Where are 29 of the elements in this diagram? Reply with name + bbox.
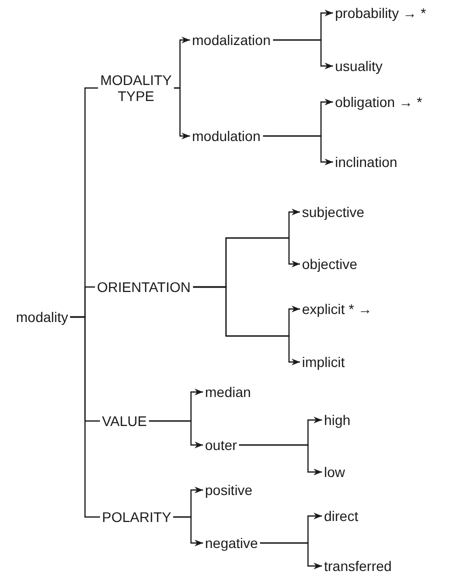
arrow <box>260 542 322 570</box>
feature-term: low <box>322 464 348 480</box>
root-term: modality <box>14 309 70 325</box>
system-name: VALUE <box>100 413 149 429</box>
arrow <box>272 39 333 70</box>
feature-term: direct <box>322 508 360 524</box>
arrow <box>192 286 300 366</box>
feature-term: modalization <box>190 32 273 48</box>
feature-term: modulation <box>190 128 262 144</box>
system-name: MODALITY TYPE <box>98 72 174 104</box>
feature-term: subjective <box>300 204 366 220</box>
feature-term: median <box>203 384 253 400</box>
connector-line <box>70 316 100 518</box>
arrow <box>148 420 203 448</box>
feature-term: implicit <box>300 354 347 370</box>
feature-term: probability → * <box>333 5 428 21</box>
arrow <box>173 516 203 546</box>
feature-term: usuality <box>333 58 384 74</box>
feature-term: objective <box>300 256 360 272</box>
arrow <box>174 87 190 140</box>
system-name: POLARITY <box>100 509 174 525</box>
arrow <box>262 135 333 166</box>
feature-term: positive <box>203 482 254 498</box>
feature-term: inclination <box>333 154 400 170</box>
feature-term: transferred <box>322 558 394 574</box>
feature-term: negative <box>203 535 260 551</box>
arrow <box>238 444 322 476</box>
feature-term: obligation → * <box>333 94 424 110</box>
feature-term: high <box>322 412 352 428</box>
